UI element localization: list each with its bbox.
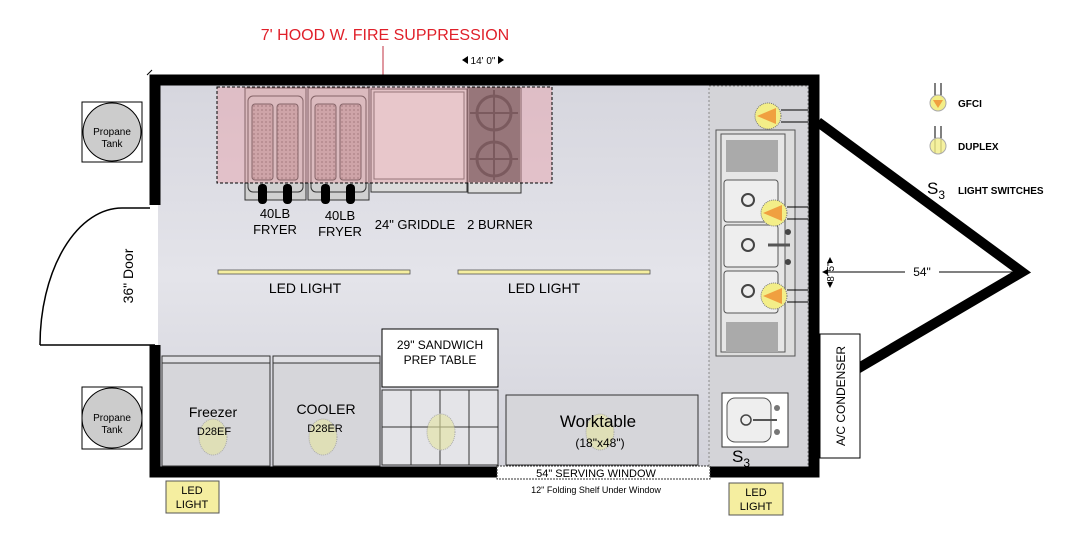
worktable: Worktable (18"x48") bbox=[505, 394, 699, 466]
light-switch[interactable]: S3 bbox=[732, 447, 750, 470]
serving-window-label: 54" SERVING WINDOW bbox=[536, 468, 656, 480]
freezer: Freezer D28EF bbox=[161, 355, 271, 467]
griddle-label: 24" GRIDDLE bbox=[375, 217, 456, 232]
two-burner bbox=[467, 87, 522, 194]
svg-text:Tank: Tank bbox=[101, 139, 123, 150]
hitch-triangle bbox=[815, 117, 1032, 397]
svg-text:LED: LED bbox=[745, 487, 766, 499]
fryer-1-label: 40LB bbox=[260, 206, 290, 221]
svg-text:Tank: Tank bbox=[101, 425, 123, 436]
svg-text:D28ER: D28ER bbox=[307, 423, 343, 435]
led-light-exterior: LED LIGHT bbox=[728, 482, 784, 516]
legend: GFCI DUPLEX S3 LIGHT SWITCHES bbox=[927, 83, 1044, 202]
serving-window[interactable] bbox=[496, 465, 711, 480]
burner-label: 2 BURNER bbox=[467, 217, 533, 232]
svg-text:PREP TABLE: PREP TABLE bbox=[404, 353, 477, 367]
ac-condenser bbox=[819, 333, 861, 459]
folding-shelf-note: 12" Folding Shelf Under Window bbox=[531, 485, 661, 495]
svg-text:LIGHT: LIGHT bbox=[176, 499, 209, 511]
griddle bbox=[370, 88, 468, 193]
width-dimension: 14' 0" bbox=[471, 56, 496, 67]
fryer-1-label: FRYER bbox=[253, 222, 297, 237]
sandwich-prep-table: 29" SANDWICH PREP TABLE bbox=[381, 328, 499, 466]
fryer-2-label: 40LB bbox=[325, 208, 355, 223]
three-compartment-sink bbox=[715, 129, 796, 357]
led-light-label: LED LIGHT bbox=[269, 280, 342, 296]
svg-text:LIGHT: LIGHT bbox=[740, 501, 773, 513]
gfci-outlet[interactable] bbox=[754, 102, 808, 130]
width-arrow-left bbox=[462, 56, 468, 64]
door-label: 36" Door bbox=[120, 248, 136, 303]
trailer-wall bbox=[149, 74, 820, 478]
fryer-2-label: FRYER bbox=[318, 224, 362, 239]
svg-text:(18"x48"): (18"x48") bbox=[575, 436, 624, 450]
hood-title: 7' HOOD W. FIRE SUPPRESSION bbox=[261, 27, 509, 44]
cooler: COOLER D28ER bbox=[272, 355, 381, 467]
duplex-legend-icon bbox=[929, 126, 947, 155]
led-light-exterior: LED LIGHT bbox=[165, 480, 220, 514]
svg-text:Worktable: Worktable bbox=[560, 412, 636, 431]
svg-text:LED: LED bbox=[181, 485, 202, 497]
hitch-dimension-arrow bbox=[822, 269, 828, 275]
hood-zone bbox=[216, 86, 553, 184]
led-light-bar bbox=[217, 269, 411, 275]
svg-text:LIGHT SWITCHES: LIGHT SWITCHES bbox=[958, 186, 1044, 197]
gfci-outlet[interactable] bbox=[760, 282, 808, 310]
side-arrow-down bbox=[827, 282, 833, 288]
svg-text:DUPLEX: DUPLEX bbox=[958, 142, 999, 153]
switch-legend-icon: S3 bbox=[927, 179, 945, 202]
propane-tank: Propane Tank bbox=[81, 101, 143, 163]
led-light-bar bbox=[457, 269, 651, 275]
side-dimension: 8' 5" bbox=[826, 262, 837, 282]
side-arrow-up bbox=[827, 257, 833, 263]
ac-condenser-label: A/C CONDENSER bbox=[834, 346, 848, 446]
propane-tank: Propane Tank bbox=[81, 386, 143, 450]
fryer-2 bbox=[307, 87, 370, 204]
door[interactable]: 36" Door bbox=[39, 207, 155, 346]
led-light-label: LED LIGHT bbox=[508, 280, 581, 296]
gfci-outlet[interactable] bbox=[760, 199, 808, 227]
svg-text:COOLER: COOLER bbox=[296, 401, 355, 417]
hand-sink bbox=[721, 392, 789, 448]
svg-text:Propane: Propane bbox=[93, 127, 131, 138]
svg-text:Propane: Propane bbox=[93, 413, 131, 424]
width-arrow-right bbox=[498, 56, 504, 64]
svg-text:Freezer: Freezer bbox=[189, 404, 238, 420]
gfci-legend-icon bbox=[929, 83, 947, 112]
svg-text:29" SANDWICH: 29" SANDWICH bbox=[397, 338, 483, 352]
wall-corner-tick bbox=[146, 69, 153, 76]
svg-text:GFCI: GFCI bbox=[958, 99, 982, 110]
svg-text:D28EF: D28EF bbox=[197, 426, 232, 438]
hitch-dimension: 54" bbox=[913, 265, 931, 279]
fryer-1 bbox=[244, 87, 307, 204]
